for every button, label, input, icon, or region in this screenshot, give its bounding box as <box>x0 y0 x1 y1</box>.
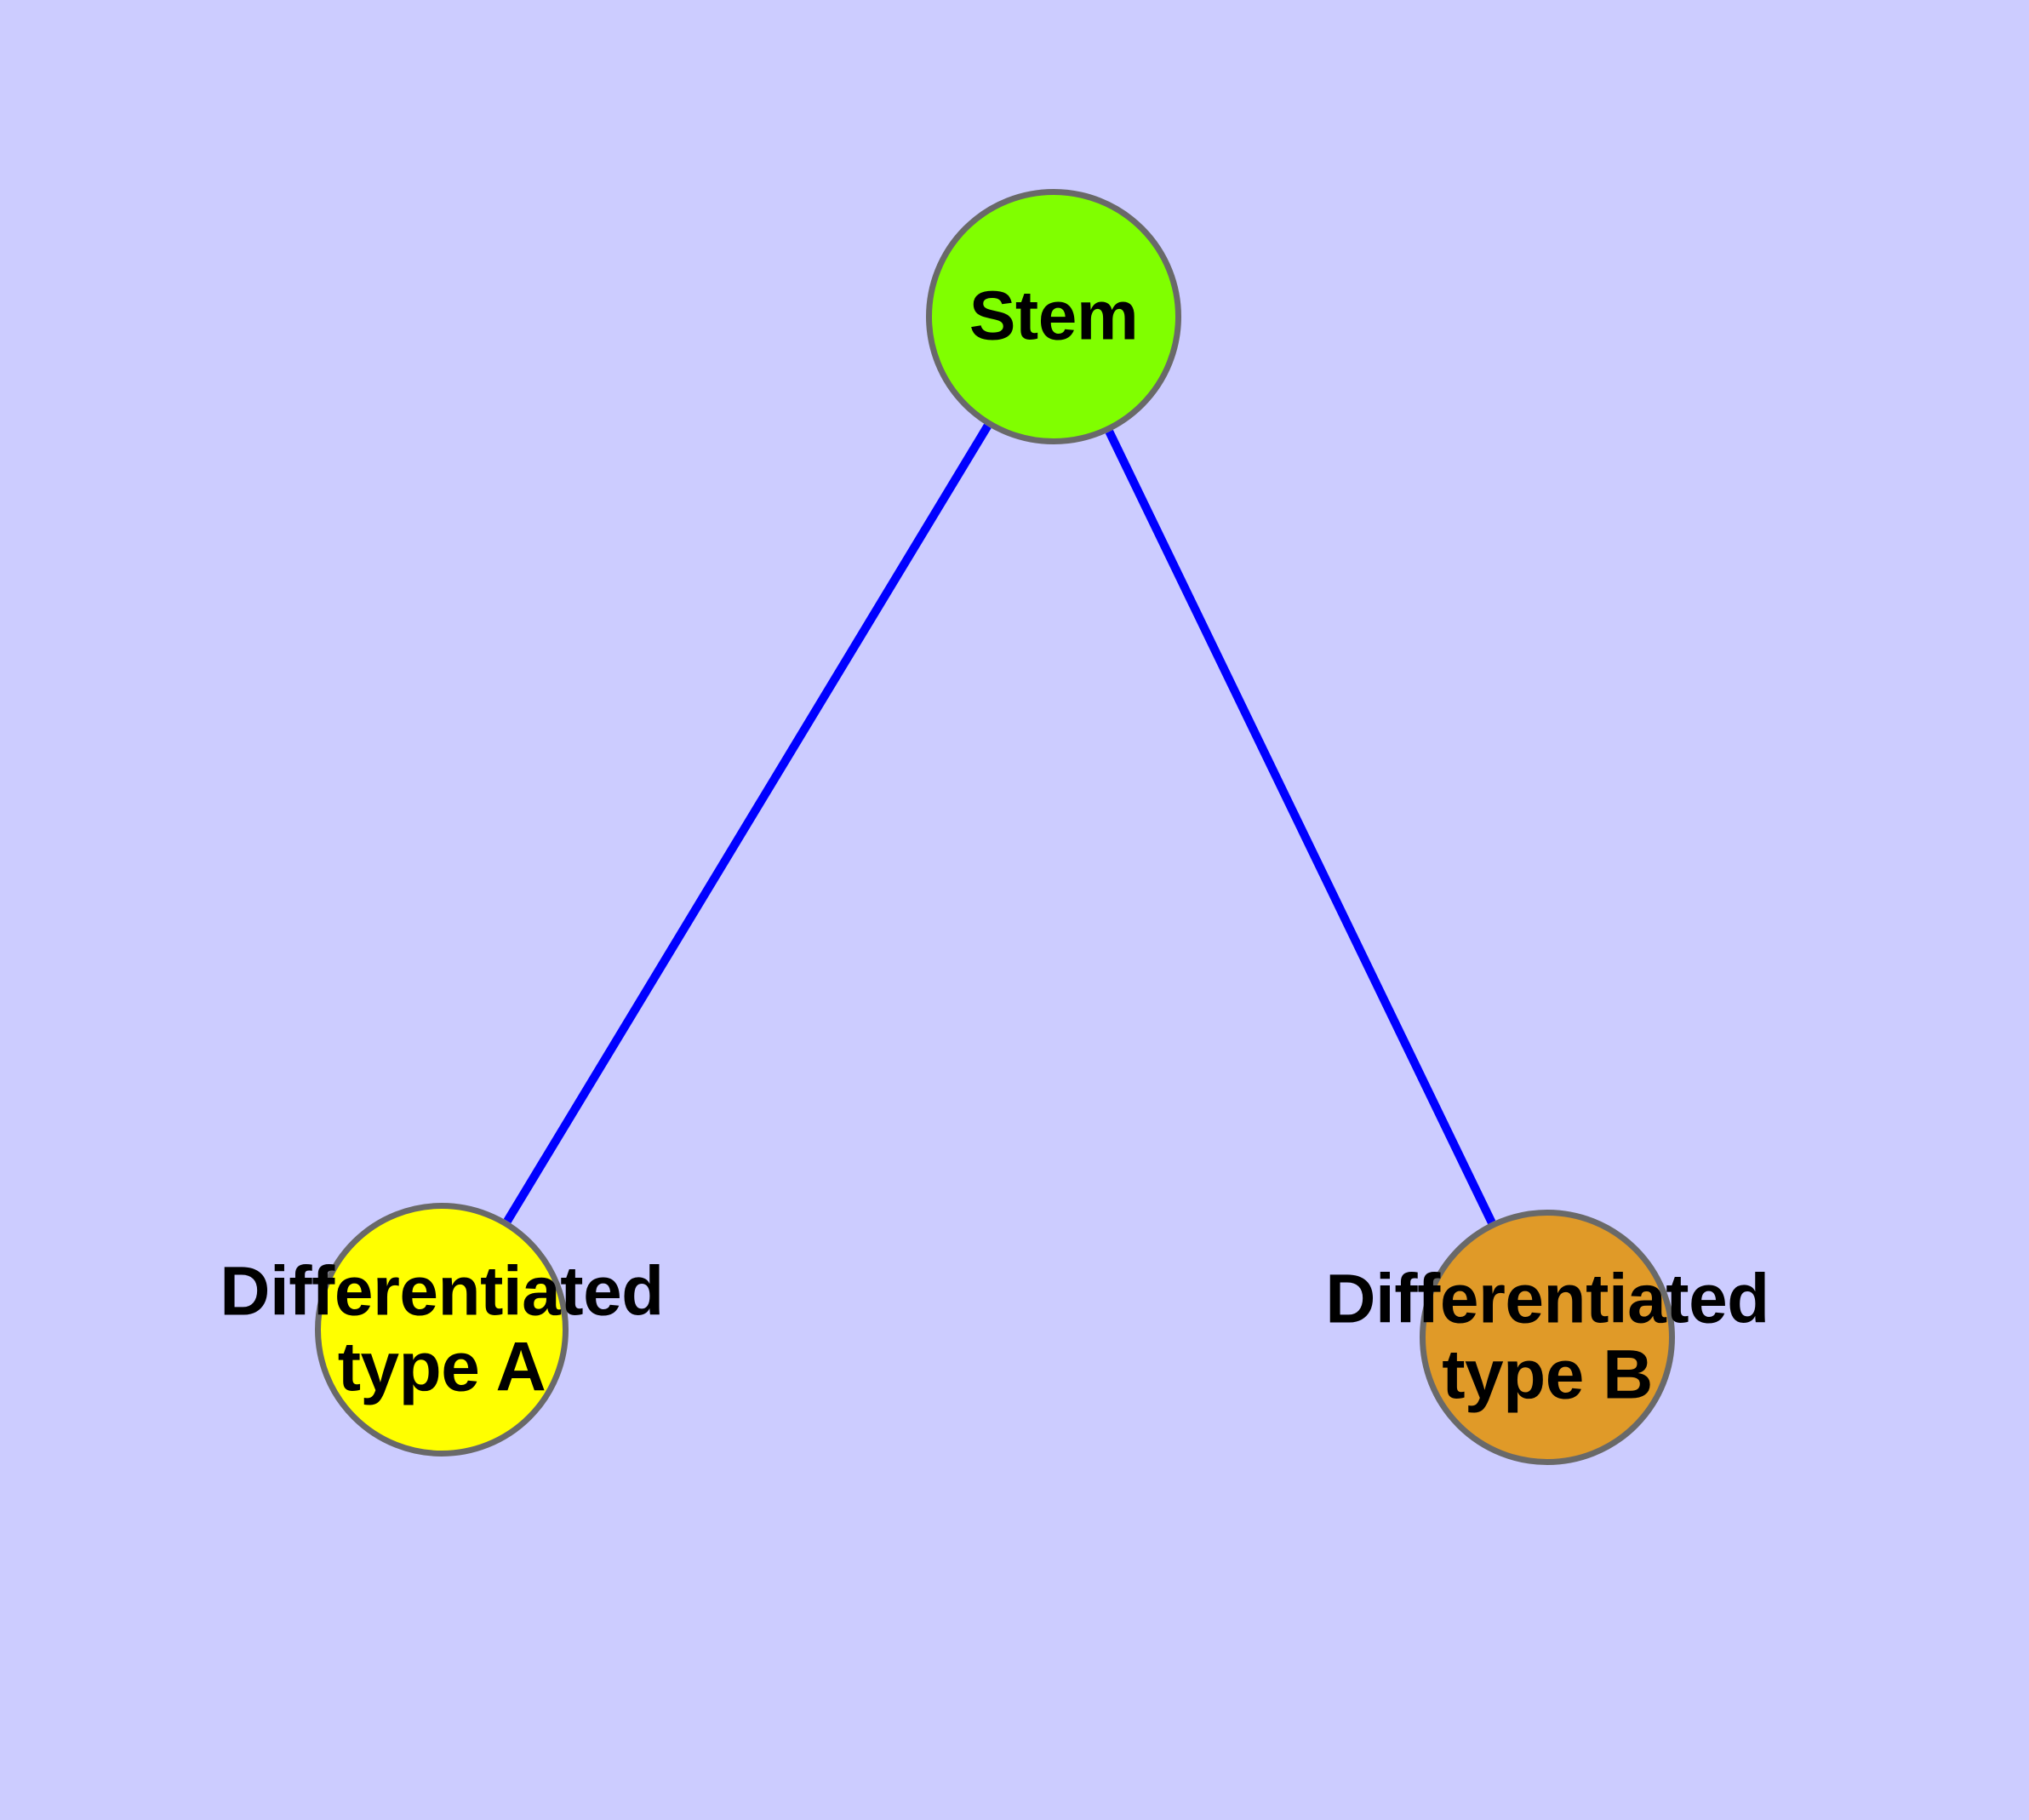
graph-edge-stem-to-diff-a[interactable] <box>503 423 992 1224</box>
graph-edge-stem-to-diff-b[interactable] <box>1105 429 1496 1225</box>
graph-node-diff-b[interactable] <box>1420 1210 1675 1465</box>
edge-layer <box>503 423 1496 1225</box>
graph-node-stem[interactable] <box>926 189 1181 444</box>
node-layer <box>315 189 1675 1465</box>
graph-node-diff-a[interactable] <box>315 1203 569 1457</box>
